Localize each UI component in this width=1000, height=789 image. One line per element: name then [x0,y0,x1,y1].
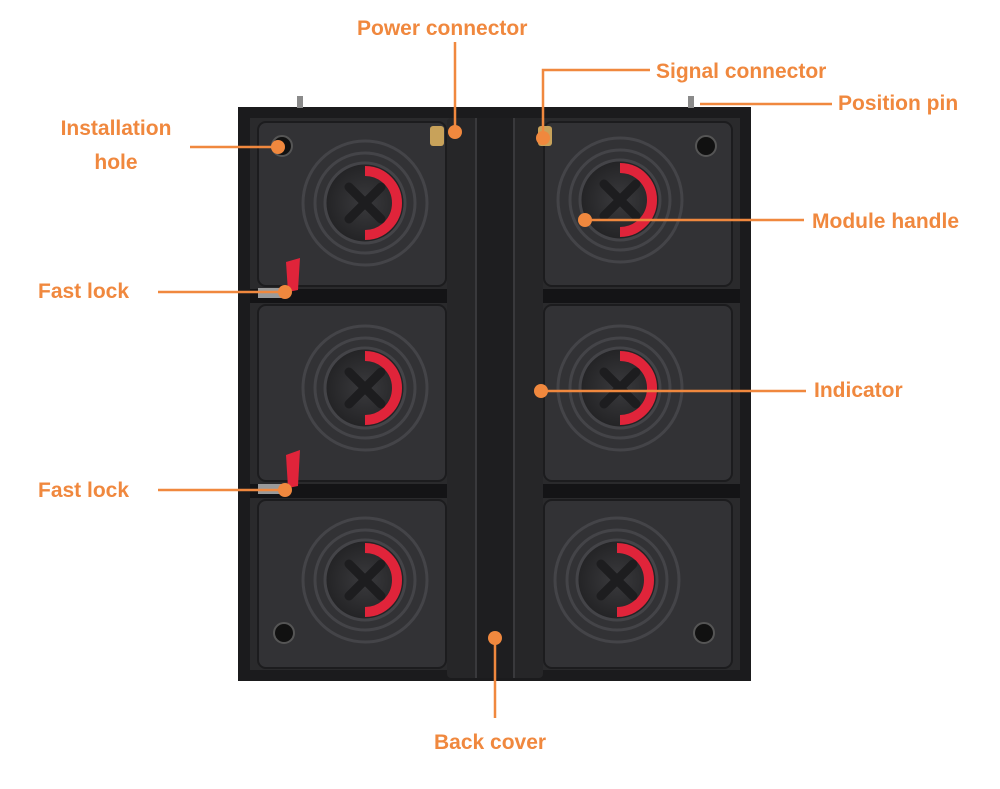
module-dial-ring [568,336,672,440]
module-dial-ring [556,324,684,452]
module-dial-ring [565,528,669,632]
module-dial-ring [301,516,429,644]
module-grid [257,121,733,669]
module-dial-ring [553,516,681,644]
module-center-mark [344,367,386,409]
label-module-handle: Module handle [812,210,959,233]
back-cover-groove [476,118,514,678]
module-handle [364,166,402,240]
label-back-cover: Back cover [434,731,547,754]
position-pin-right [688,96,694,108]
installation-hole-bottom-left [273,622,295,644]
label-installation-hole: Installation hole [46,112,186,179]
label-signal-connector: Signal connector [656,60,827,83]
module-dial-ring [313,528,417,632]
label-position-pin: Position pin [838,92,959,115]
module-center-mark [596,559,638,601]
callout-back-cover-dot [488,631,502,645]
module-center-mark [344,559,386,601]
fast-lock-lever-lower [286,450,300,488]
label-installation-hole-line1: Installation [60,117,172,140]
callout-indicator-dot [534,384,548,398]
module-handle [364,351,402,425]
module-dial-ring [568,148,672,252]
label-fast-lock-lower: Fast lock [38,479,130,502]
module-center-mark [599,367,641,409]
module-handle [364,543,402,617]
callout-installation-hole-dot [271,140,285,154]
label-fast-lock-upper: Fast lock [38,280,130,303]
module-dial-ring [313,336,417,440]
module-handle [616,543,654,617]
module-cell [543,499,733,669]
callout-power-connector-dot [448,125,462,139]
position-pin-left [297,96,303,108]
callout-fast-lock-lower-dot [278,483,292,497]
module-handle [619,351,657,425]
module-center-mark [599,179,641,221]
callout-lines [158,42,832,718]
installation-hole-top-right [695,135,717,157]
callout-module-handle-dot [578,213,592,227]
module-cell [543,304,733,482]
label-installation-hole-line2: hole [94,150,138,174]
label-indicator: Indicator [814,379,903,402]
module-dial-ring [556,136,684,264]
label-power-connector: Power connector [357,17,528,40]
callout-signal-connector [541,68,650,138]
callout-fast-lock-upper-dot [278,285,292,299]
module-dial-ring [313,151,417,255]
callout-signal-connector-dot [536,131,550,145]
module-cell [257,121,447,287]
module-dial-ring [301,324,429,452]
module-cell [543,121,733,287]
module-handle [619,163,657,237]
module-dial-ring [301,139,429,267]
installation-hole-bottom-right [693,622,715,644]
module-center-mark [344,182,386,224]
module-cell [257,499,447,669]
fast-lock-lever-upper [286,258,300,292]
power-connector [430,126,444,146]
module-cell [257,304,447,482]
